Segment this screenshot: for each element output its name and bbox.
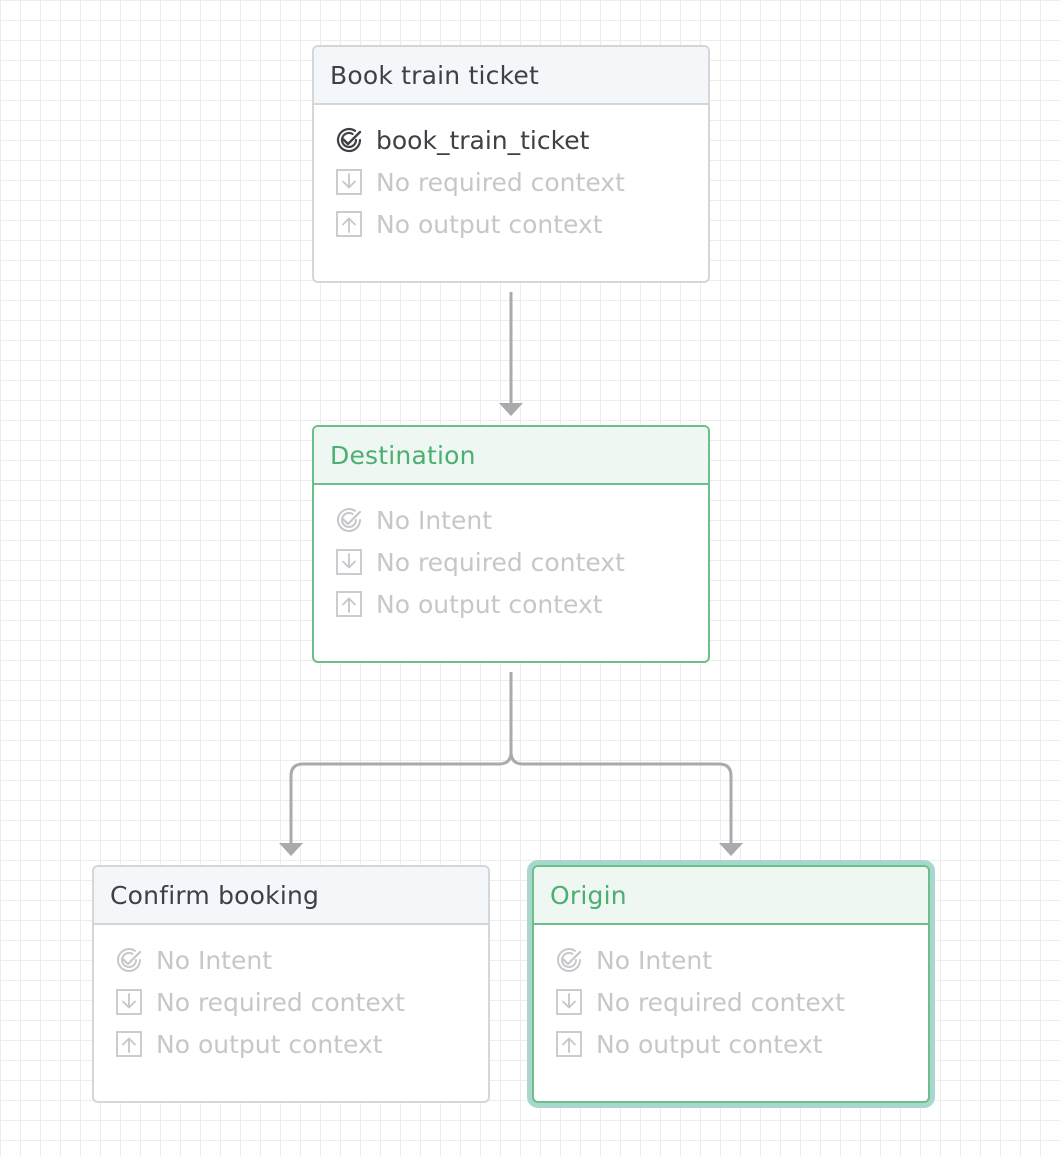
node-required-context: No required context xyxy=(376,167,625,197)
intent-check-icon xyxy=(334,125,364,155)
intent-check-icon xyxy=(554,945,584,975)
node-title: Origin xyxy=(534,867,928,925)
required-context-icon xyxy=(554,987,584,1017)
edge-destination-to-confirm xyxy=(289,672,513,844)
node-output-context: No output context xyxy=(596,1029,823,1059)
arrowhead-confirm xyxy=(279,843,303,856)
arrowhead-destination xyxy=(499,403,523,416)
node-origin[interactable]: Origin No Intent xyxy=(532,865,930,1103)
node-intent: No Intent xyxy=(376,505,492,535)
node-title: Destination xyxy=(314,427,708,485)
node-confirm-booking[interactable]: Confirm booking No Intent xyxy=(92,865,490,1103)
output-context-icon xyxy=(114,1029,144,1059)
node-output-context: No output context xyxy=(376,589,603,619)
node-book-train-ticket[interactable]: Book train ticket book_train_ticket xyxy=(312,45,710,283)
required-context-icon xyxy=(114,987,144,1017)
node-intent: book_train_ticket xyxy=(376,125,590,155)
node-intent: No Intent xyxy=(596,945,712,975)
required-context-icon xyxy=(334,547,364,577)
output-context-icon xyxy=(334,589,364,619)
node-output-context: No output context xyxy=(376,209,603,239)
node-destination[interactable]: Destination No Intent xyxy=(312,425,710,663)
node-output-context: No output context xyxy=(156,1029,383,1059)
node-required-context: No required context xyxy=(596,987,845,1017)
edge-destination-to-origin xyxy=(509,751,733,844)
output-context-icon xyxy=(334,209,364,239)
node-title: Book train ticket xyxy=(314,47,708,105)
arrowhead-origin xyxy=(719,843,743,856)
node-required-context: No required context xyxy=(376,547,625,577)
node-required-context: No required context xyxy=(156,987,405,1017)
node-title: Confirm booking xyxy=(94,867,488,925)
output-context-icon xyxy=(554,1029,584,1059)
intent-check-icon xyxy=(114,945,144,975)
required-context-icon xyxy=(334,167,364,197)
intent-check-icon xyxy=(334,505,364,535)
node-intent: No Intent xyxy=(156,945,272,975)
